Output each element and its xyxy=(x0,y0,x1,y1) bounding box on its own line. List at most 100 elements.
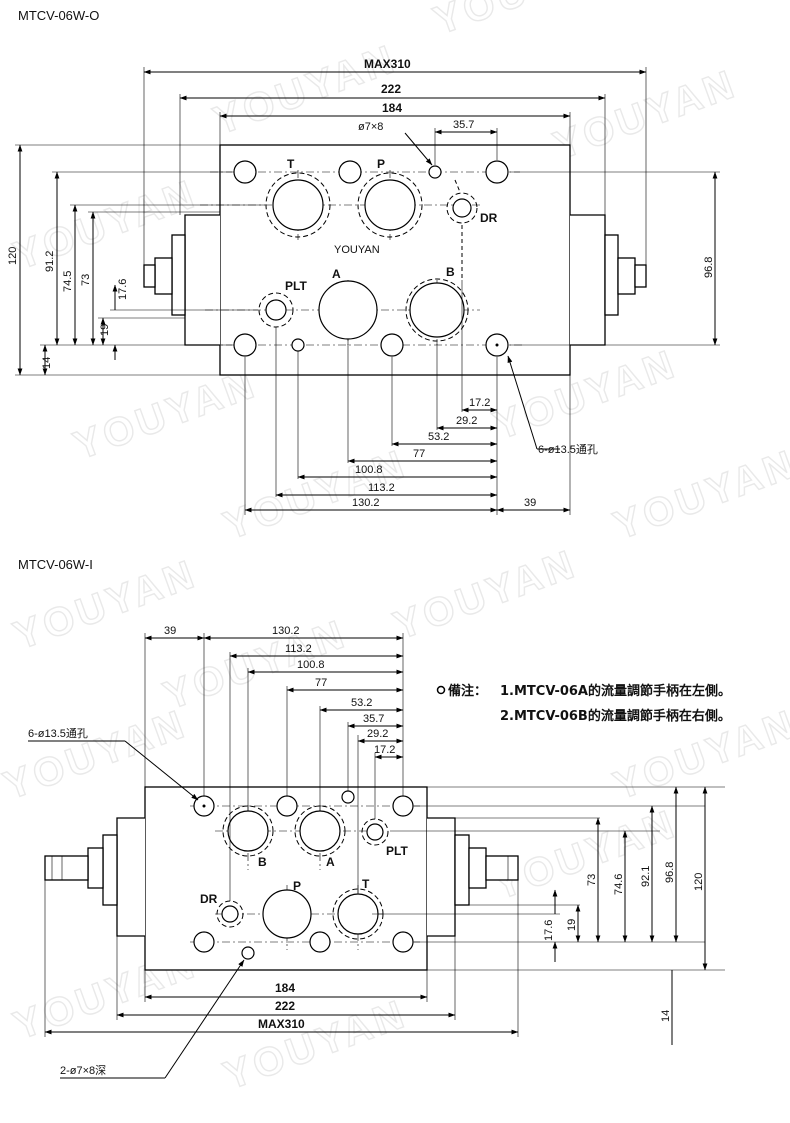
top-mount-hole-2 xyxy=(338,160,362,184)
top-right-adjuster-stem xyxy=(634,264,647,288)
bottom-dim-96-8: 96.8 xyxy=(664,862,676,883)
bottom-main-block xyxy=(144,786,428,971)
note-line-1: 1.MTCV-06A的流量調節手柄在左側。 xyxy=(500,683,731,699)
bottom-dim-39: 39 xyxy=(164,625,176,637)
top-label-dr: DR xyxy=(480,211,498,225)
note-line-2: 2.MTCV-06B的流量調節手柄在右側。 xyxy=(500,708,731,724)
top-view-title: MTCV-06W-O xyxy=(18,8,99,23)
bottom-label-p: P xyxy=(293,879,301,893)
bottom-dim-92-1: 92.1 xyxy=(640,866,652,887)
top-port-p-ring xyxy=(357,172,423,238)
bottom-mount-hole-2 xyxy=(276,795,298,817)
bottom-dim-73: 73 xyxy=(586,874,598,886)
bottom-right-adjuster-nut xyxy=(468,847,487,889)
top-dim-184: 184 xyxy=(382,101,402,115)
top-port-t-ring xyxy=(265,172,331,238)
note-prefix: 備注： xyxy=(448,683,487,699)
top-dim-100-8: 100.8 xyxy=(355,464,383,476)
top-dim-96-8: 96.8 xyxy=(703,257,715,278)
top-port-a xyxy=(318,280,378,340)
top-mount-hole-3 xyxy=(485,160,509,184)
bottom-label-a: A xyxy=(326,855,335,869)
top-dim-73: 73 xyxy=(80,274,92,286)
top-dim-mount-holes: 6-ø13.5通孔 xyxy=(538,443,598,456)
bottom-mount-hole-4 xyxy=(193,931,215,953)
bottom-dim-max: MAX310 xyxy=(258,1017,305,1031)
top-port-dr-ring xyxy=(446,192,478,224)
top-dim-17-2: 17.2 xyxy=(469,397,490,409)
notes: 備注： 1.MTCV-06A的流量調節手柄在左側。 2.MTCV-06B的流量調… xyxy=(436,683,731,724)
bottom-dim-19: 19 xyxy=(566,919,578,931)
top-label-a: A xyxy=(332,267,341,281)
bottom-port-a xyxy=(299,810,341,852)
bottom-left-subplate xyxy=(116,817,145,937)
top-label-plt: PLT xyxy=(285,279,307,293)
top-right-adjuster-nut xyxy=(617,257,636,295)
top-left-adjuster-stem xyxy=(143,264,156,288)
top-dim-14: 14 xyxy=(41,357,53,369)
top-port-p xyxy=(364,179,416,231)
bottom-right-subplate xyxy=(427,817,456,937)
bottom-label-plt: PLT xyxy=(386,844,408,858)
top-dim-222: 222 xyxy=(381,82,401,96)
top-dim-pin: ø7×8 xyxy=(358,121,383,133)
bottom-port-b xyxy=(227,810,269,852)
top-pin-hole-1 xyxy=(428,165,442,179)
top-dim-19: 19 xyxy=(99,324,111,336)
top-dim-74-5: 74.5 xyxy=(62,271,74,292)
top-dim-77: 77 xyxy=(413,448,425,460)
bottom-dim-14: 14 xyxy=(660,1010,672,1022)
bottom-dim-77: 77 xyxy=(315,677,327,689)
bottom-port-plt xyxy=(366,823,384,841)
top-dim-29-2: 29.2 xyxy=(456,415,477,427)
bottom-view-title: MTCV-06W-I xyxy=(18,557,93,572)
bottom-port-a-ring xyxy=(294,805,346,857)
top-port-t xyxy=(272,179,324,231)
bottom-dim-pin-holes: 2-ø7×8深 xyxy=(60,1064,106,1077)
top-right-subplate xyxy=(570,214,606,346)
bottom-port-dr xyxy=(221,905,239,923)
watermark-18: YOUYAN xyxy=(218,992,413,1099)
bottom-dim-113-2: 113.2 xyxy=(285,643,312,655)
bottom-dim-184: 184 xyxy=(275,981,295,995)
bottom-label-b: B xyxy=(258,855,267,869)
bottom-dim-53-2: 53.2 xyxy=(351,697,372,709)
bottom-port-p xyxy=(262,889,312,939)
bottom-view: MTCV-06W-I xyxy=(18,557,725,1079)
bottom-left-adjuster-collar xyxy=(102,834,118,906)
top-dim-17-6: 17.6 xyxy=(117,279,129,300)
watermark-6: YOUYAN xyxy=(68,362,263,469)
bottom-dim-222: 222 xyxy=(275,999,295,1013)
bottom-label-dr: DR xyxy=(200,892,218,906)
top-dim-39: 39 xyxy=(524,497,536,509)
top-center-brand: YOUYAN xyxy=(334,244,380,256)
top-left-subplate xyxy=(184,214,220,346)
bottom-mount-hole-5 xyxy=(309,931,331,953)
bottom-mount-hole-6 xyxy=(392,931,414,953)
bottom-port-b-ring xyxy=(222,805,274,857)
top-dim-53-2: 53.2 xyxy=(428,431,449,443)
bottom-label-t: T xyxy=(362,877,370,891)
top-label-t: T xyxy=(287,157,295,171)
top-mount-hole-5 xyxy=(380,333,404,357)
top-label-b: B xyxy=(446,265,455,279)
note-bullet-icon xyxy=(436,685,446,695)
top-dim-35-7: 35.7 xyxy=(453,119,474,131)
bottom-dim-29-2: 29.2 xyxy=(367,728,388,740)
top-mount-hole-1 xyxy=(233,160,257,184)
watermark-11: YOUYAN xyxy=(388,542,583,649)
bottom-pin-hole-2 xyxy=(241,946,255,960)
top-dim-113-2: 113.2 xyxy=(368,482,395,494)
bottom-right-adjuster-collar xyxy=(454,834,470,906)
top-dim-130-2: 130.2 xyxy=(352,497,380,509)
bottom-dim-17-6: 17.6 xyxy=(543,920,555,941)
top-pin-hole-2 xyxy=(291,338,305,352)
bottom-dim-100-8: 100.8 xyxy=(297,659,325,671)
bottom-dim-17-2: 17.2 xyxy=(374,744,395,756)
bottom-dim-130-2: 130.2 xyxy=(272,625,300,637)
watermark-15: YOUYAN xyxy=(488,802,683,909)
bottom-dim-74-6: 74.6 xyxy=(613,874,625,895)
top-port-plt xyxy=(265,299,287,321)
top-port-b xyxy=(409,282,465,338)
